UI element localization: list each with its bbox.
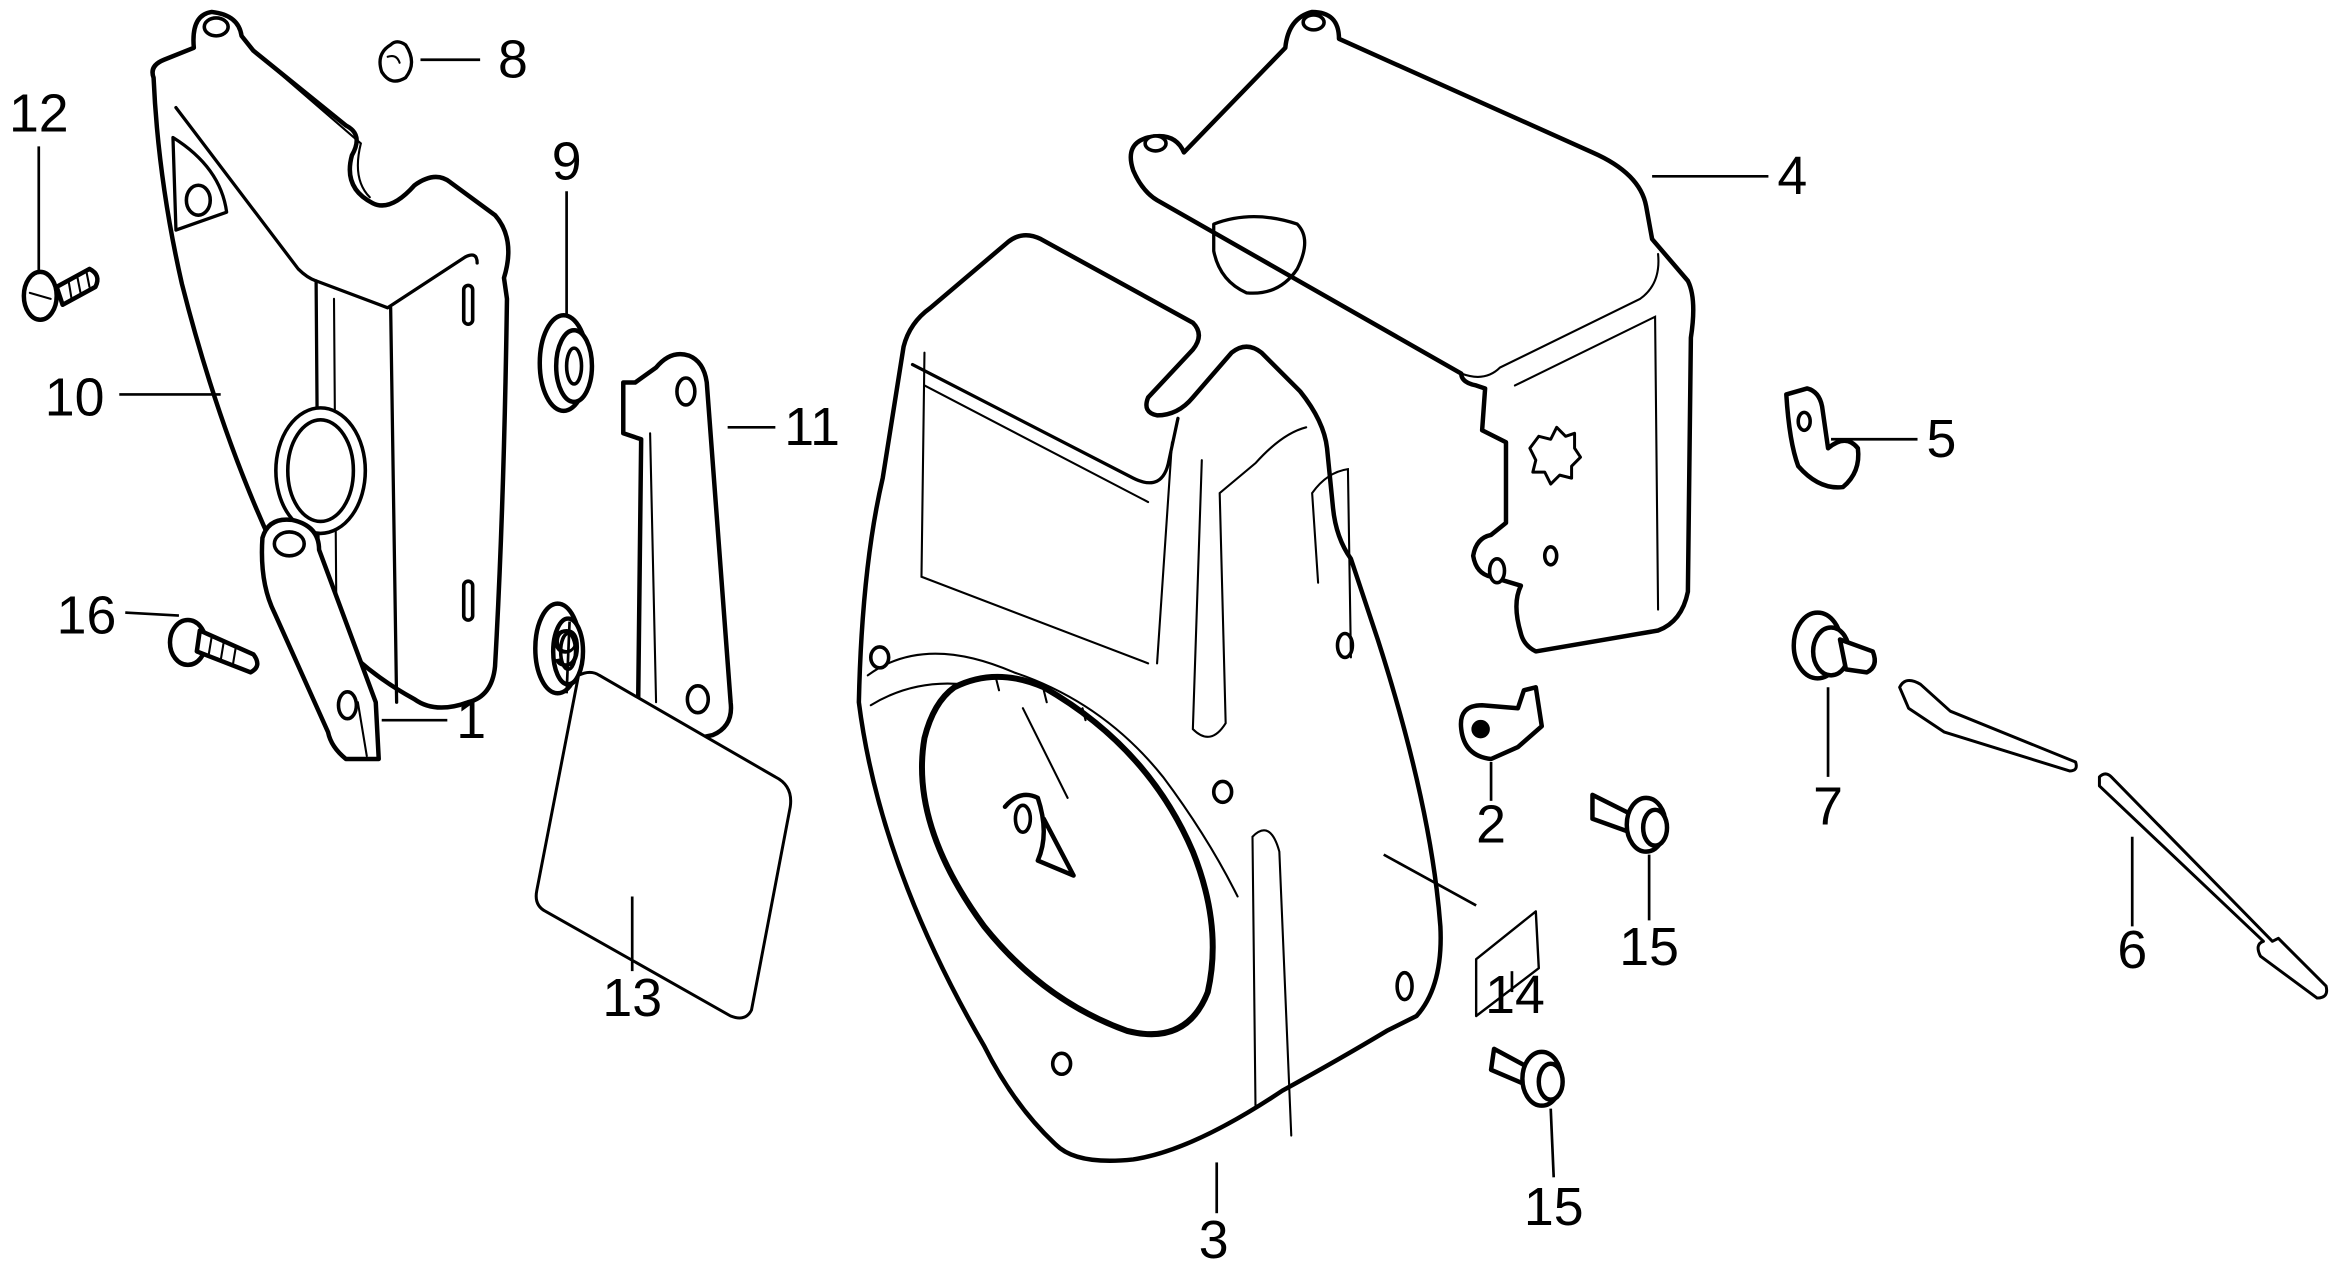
callout-2: 2 bbox=[1476, 795, 1506, 855]
callout-15-upper: 15 bbox=[1619, 917, 1679, 977]
leader-16 bbox=[125, 611, 180, 617]
callout-12: 12 bbox=[9, 83, 69, 143]
part-4-upper-cover bbox=[1128, 9, 1696, 654]
callout-5: 5 bbox=[1926, 409, 1956, 469]
part-6-rod bbox=[1898, 679, 2329, 1000]
callouts: 8 12 9 10 11 16 9 1 13 4 5 7 2 6 15 14 1… bbox=[9, 30, 2147, 1267]
part-3-fan-shroud bbox=[856, 233, 1443, 1163]
callout-15-lower: 15 bbox=[1524, 1177, 1584, 1237]
part-9-grommet-upper bbox=[537, 313, 595, 414]
leader-lines bbox=[37, 58, 2134, 1214]
part-14-label bbox=[1474, 910, 1540, 1018]
leader-14 bbox=[1383, 853, 1477, 907]
callout-4: 4 bbox=[1777, 146, 1807, 206]
callout-11: 11 bbox=[784, 397, 840, 457]
leader-9b bbox=[565, 621, 571, 694]
callout-9-lower: 9 bbox=[552, 618, 582, 678]
callout-6: 6 bbox=[2117, 920, 2147, 980]
part-16-bolt bbox=[167, 617, 260, 675]
callout-10: 10 bbox=[45, 367, 105, 427]
part-12-screw bbox=[21, 266, 100, 322]
callout-9-upper: 9 bbox=[552, 131, 582, 191]
part-2-bracket bbox=[1458, 685, 1545, 762]
callout-16: 16 bbox=[57, 585, 117, 645]
callout-13: 13 bbox=[602, 968, 662, 1028]
part-8-clip bbox=[378, 40, 414, 83]
callout-3: 3 bbox=[1199, 1210, 1229, 1267]
callout-8: 8 bbox=[498, 30, 528, 90]
part-11-bracket bbox=[621, 351, 734, 750]
callout-1: 1 bbox=[456, 690, 486, 750]
callout-7: 7 bbox=[1813, 777, 1843, 837]
part-7-grommet bbox=[1791, 610, 1877, 681]
part-5-clip bbox=[1784, 386, 1861, 490]
part-13-plate bbox=[534, 670, 793, 1020]
leader-15b bbox=[1549, 1108, 1556, 1178]
part-10-side-cover bbox=[150, 9, 511, 710]
part-15-bolt-lower bbox=[1488, 1046, 1565, 1108]
callout-14: 14 bbox=[1485, 965, 1545, 1025]
part-15-bolt-upper bbox=[1590, 792, 1670, 854]
part-1-lever bbox=[259, 517, 381, 762]
